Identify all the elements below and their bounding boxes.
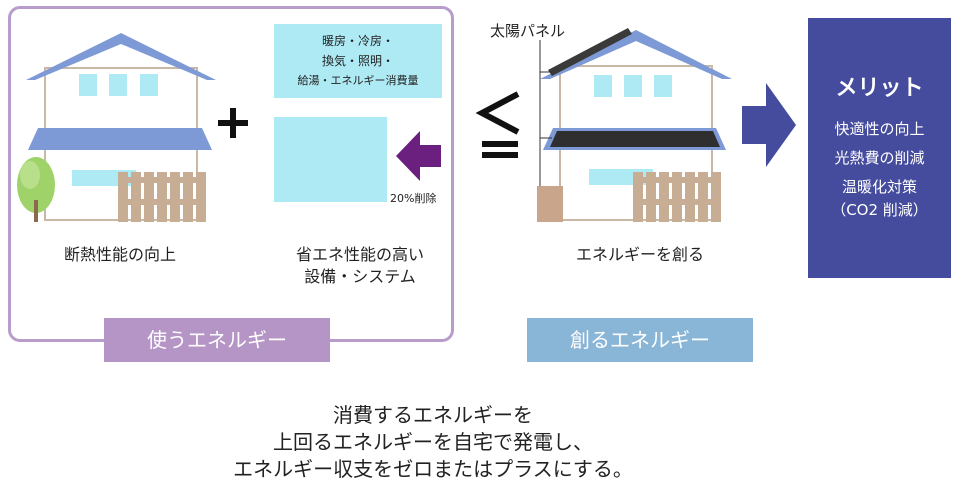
merit-box: メリット 快適性の向上 光熱費の削減 温暖化対策 （CO2 削減） bbox=[808, 18, 951, 278]
insulation-caption: 断熱性能の向上 bbox=[63, 245, 176, 264]
create-energy-tag: 創るエネルギー bbox=[527, 318, 753, 362]
equipment-caption: 省エネ性能の高い 設備・システム bbox=[262, 244, 458, 288]
merit-item: （CO2 削減） bbox=[831, 201, 928, 219]
result-arrow-icon bbox=[742, 83, 796, 167]
summary-line: 上回るエネルギーを自宅で発電し、 bbox=[273, 430, 593, 454]
equipment-caption-line: 省エネ性能の高い bbox=[295, 245, 424, 264]
solar-house-illustration bbox=[537, 28, 732, 222]
solar-panel-label: 太陽パネル bbox=[490, 22, 566, 40]
reduction-label: 20%削除 bbox=[390, 192, 437, 205]
summary-line: 消費するエネルギーを bbox=[333, 403, 533, 427]
create-energy-caption: エネルギーを創る bbox=[575, 245, 704, 264]
energy-load-box: 暖房・冷房・ 換気・照明・ 給湯・エネルギー消費量 bbox=[274, 24, 442, 98]
use-energy-tag: 使うエネルギー bbox=[104, 318, 330, 362]
merit-item: 温暖化対策 bbox=[841, 178, 917, 196]
load-item: 暖房・冷房・ bbox=[321, 34, 394, 48]
load-item: 換気・照明・ bbox=[321, 54, 394, 68]
reduced-load-box bbox=[274, 117, 387, 202]
summary-line: エネルギー収支をゼロまたはプラスにする。 bbox=[233, 457, 633, 481]
load-item: 給湯・エネルギー消費量 bbox=[297, 74, 419, 87]
summary-text: 消費するエネルギーを 上回るエネルギーを自宅で発電し、 エネルギー収支をゼロまた… bbox=[0, 402, 866, 483]
merit-item: 光熱費の削減 bbox=[834, 149, 925, 167]
less-equal-icon bbox=[475, 91, 520, 158]
plus-icon bbox=[218, 108, 248, 138]
equipment-caption-line: 設備・システム bbox=[304, 267, 416, 286]
reduction-arrow-icon bbox=[396, 131, 441, 181]
insulated-house-illustration bbox=[17, 33, 216, 222]
merit-item: 快適性の向上 bbox=[834, 120, 925, 138]
merit-list: 快適性の向上 光熱費の削減 温暖化対策 （CO2 削減） bbox=[808, 118, 951, 222]
merit-title: メリット bbox=[835, 76, 924, 101]
